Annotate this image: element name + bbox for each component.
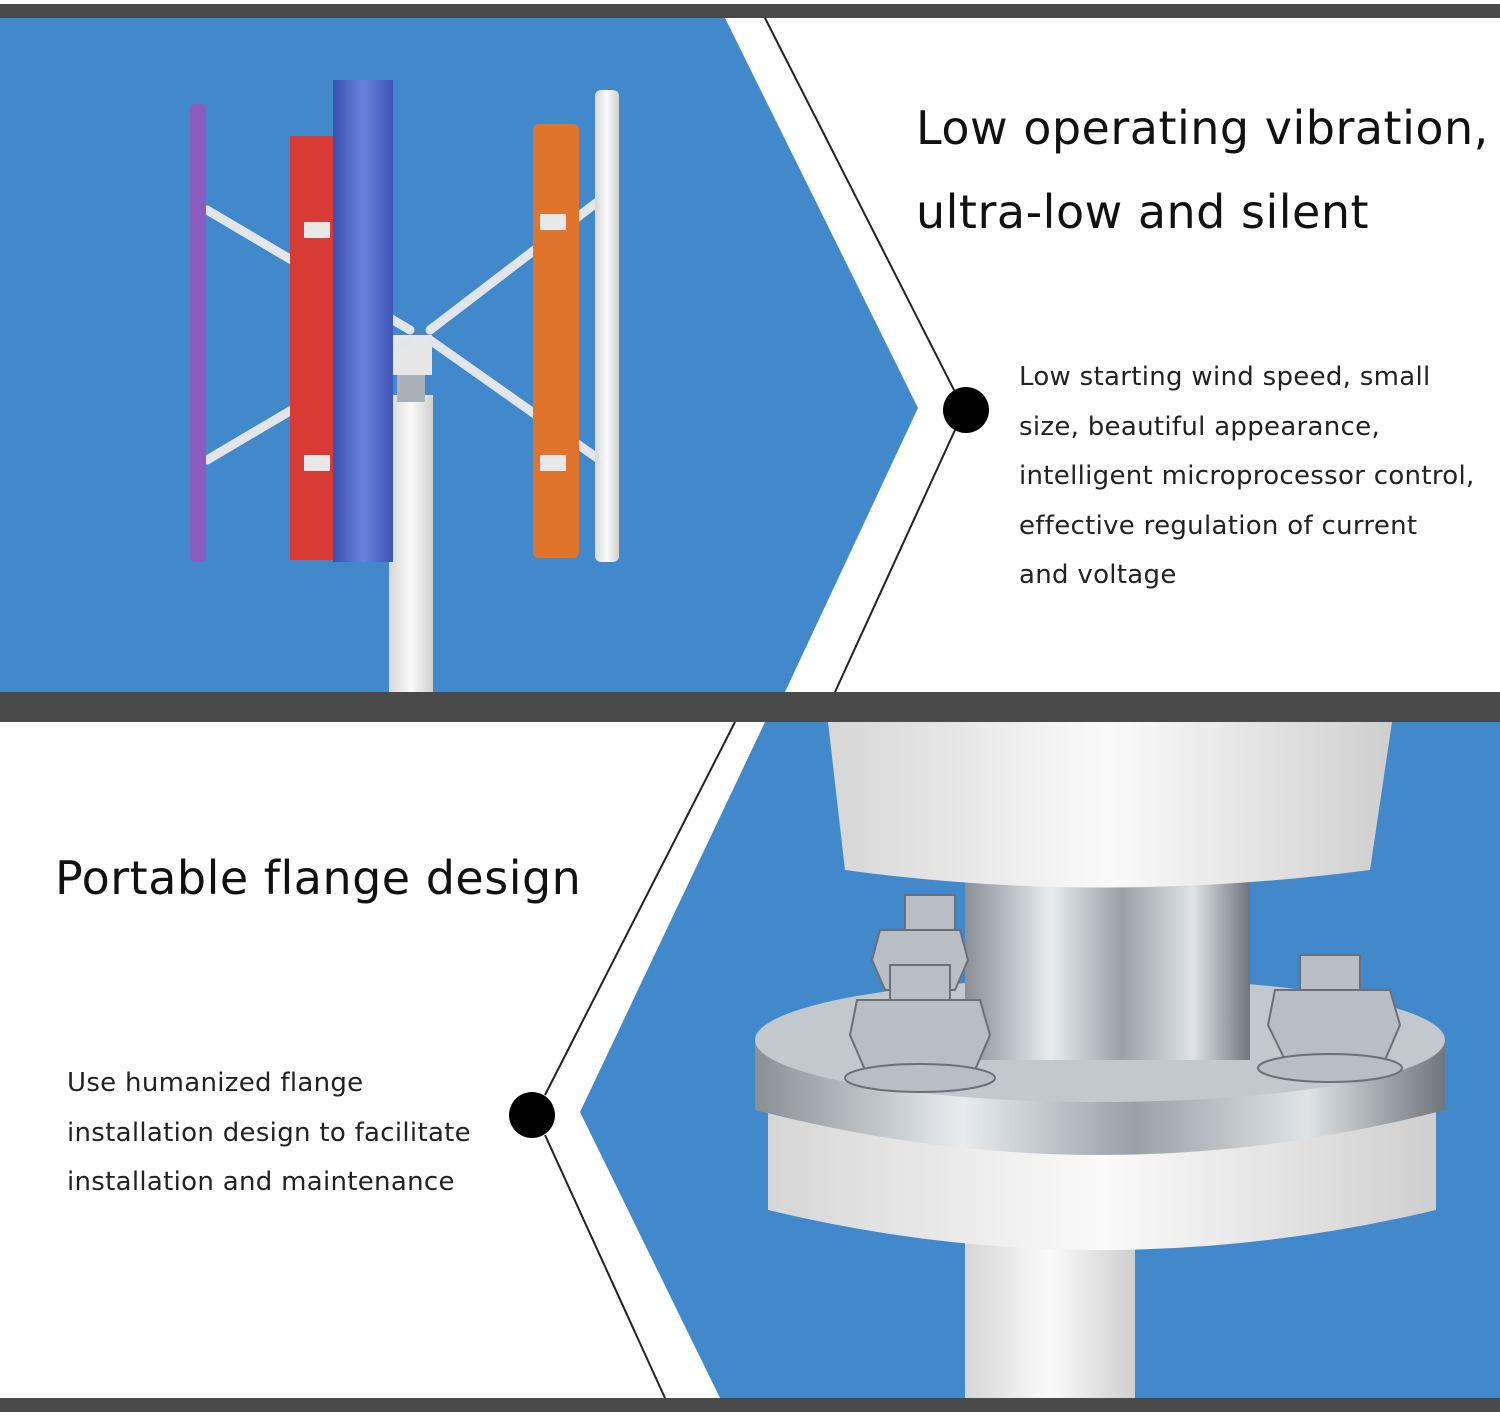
section1-title: Low operating vibration, ultra-low and s… xyxy=(916,86,1489,254)
bullet-dot xyxy=(943,387,989,433)
section2-title: Portable flange design xyxy=(55,851,582,905)
divider-line xyxy=(544,1134,666,1399)
body-line: and voltage xyxy=(1019,560,1177,590)
divider-line xyxy=(544,721,736,1096)
body-line: intelligent microprocessor control, xyxy=(1019,461,1475,491)
body-line: installation design to facilitate xyxy=(67,1117,471,1148)
divider-line xyxy=(834,429,956,693)
flange-image xyxy=(755,722,1445,1398)
body-line: Use humanized flange xyxy=(67,1068,364,1098)
top-bar xyxy=(0,4,1500,18)
middle-bar xyxy=(0,692,1500,722)
divider-line xyxy=(764,17,956,393)
body-line: size, beautiful appearance, xyxy=(1019,411,1381,442)
bullet-dot xyxy=(509,1092,555,1138)
body-line: Low starting wind speed, small xyxy=(1019,362,1431,392)
wind-turbine-image xyxy=(190,80,619,692)
section1-description: Low starting wind speed, small size, bea… xyxy=(1019,353,1475,601)
section2-description: Use humanized flange installation design… xyxy=(67,1059,471,1208)
title-line: ultra-low and silent xyxy=(916,185,1370,239)
body-line: installation and maintenance xyxy=(67,1167,455,1197)
body-line: effective regulation of current xyxy=(1019,510,1418,541)
title-line: Low operating vibration, xyxy=(916,101,1489,155)
bottom-bar xyxy=(0,1398,1500,1412)
